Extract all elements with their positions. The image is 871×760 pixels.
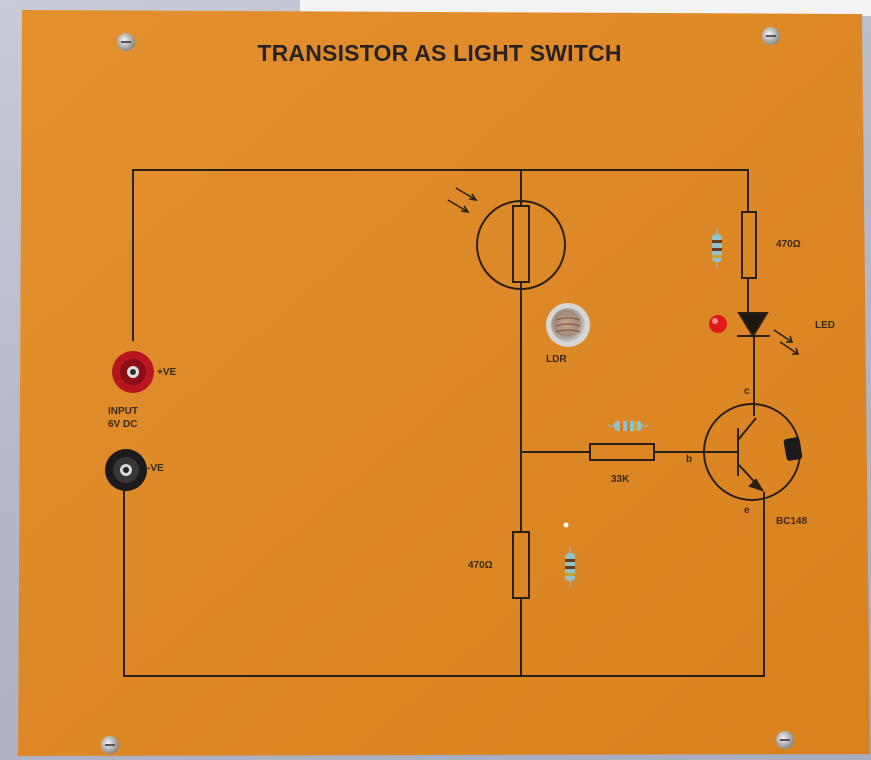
input-label-line2: 6V DC (108, 419, 138, 430)
resistor-r2-label: 33K (611, 474, 630, 485)
background-strip (300, 0, 871, 16)
red-led-icon (709, 315, 727, 333)
ldr-symbol (476, 200, 566, 290)
led-arrows-icon (773, 329, 800, 355)
resistor-icon (712, 228, 722, 268)
transistor-component-icon (783, 437, 803, 461)
board-title: TRANSISTOR AS LIGHT SWITCH (257, 40, 622, 66)
resistor-r3-label: 470Ω (468, 560, 493, 571)
emitter-label: e (744, 505, 750, 516)
ldr-component-icon (546, 303, 590, 347)
red-socket-icon[interactable] (112, 351, 154, 393)
resistor-r2-symbol (589, 443, 655, 461)
screw-icon (117, 33, 135, 51)
collector-label: c (744, 386, 750, 397)
transistor-label: BC148 (776, 516, 808, 527)
marker-dot (563, 522, 569, 528)
light-arrows-icon (447, 187, 478, 214)
led-label: LED (815, 320, 835, 331)
positive-terminal-label: +VE (157, 367, 177, 378)
led-symbol (737, 312, 770, 338)
resistor-r1-label: 470Ω (776, 239, 801, 250)
screw-icon (101, 736, 119, 754)
screw-icon (776, 731, 794, 749)
input-label-line1: INPUT (108, 406, 138, 417)
circuit-wires (123, 169, 765, 677)
board-panel (18, 10, 870, 756)
ldr-label: LDR (546, 354, 567, 365)
negative-terminal-label: -VE (147, 463, 164, 474)
resistor-icon (565, 547, 575, 587)
resistor-icon (608, 421, 648, 431)
base-label: b (686, 454, 693, 465)
black-socket-icon[interactable] (105, 449, 147, 491)
screw-icon (762, 27, 780, 45)
resistor-r3-symbol (512, 531, 530, 599)
resistor-r1-symbol (741, 211, 757, 279)
